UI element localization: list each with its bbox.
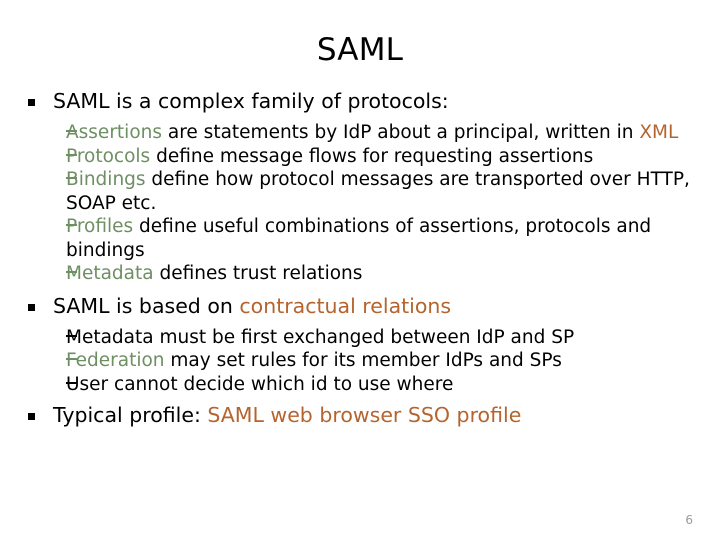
slide-body: SAML is a complex family of protocols: A… (22, 88, 702, 428)
list-item-text: Assertions are statements by IdP about a… (66, 121, 702, 145)
en-dash-bullet-icon (22, 326, 77, 350)
list-item: Bindings define how protocol messages ar… (22, 168, 702, 215)
list-item: Protocols define message flows for reque… (22, 145, 702, 169)
square-bullet-icon (22, 402, 53, 428)
highlight-term: Federation (66, 350, 165, 371)
en-dash-bullet-icon (22, 168, 77, 192)
list-item-lead: Metadata (66, 326, 154, 348)
list-item-body: define useful combinations of assertions… (66, 216, 652, 261)
en-dash-bullet-icon (22, 215, 77, 239)
list-item-body: define how protocol messages are transpo… (66, 169, 690, 214)
highlight-term: SAML web browser SSO profile (207, 403, 522, 427)
heading-lead: SAML is based on (53, 293, 240, 318)
list-item-text: Metadata must be first exchanged between… (66, 326, 702, 350)
highlight-term: Bindings (66, 169, 146, 190)
en-dash-bullet-icon (22, 121, 77, 145)
list-item-text: Bindings define how protocol messages ar… (66, 168, 702, 215)
en-dash-bullet-icon (22, 262, 77, 286)
list-item-text: Federation may set rules for its member … (66, 349, 702, 373)
highlight-term: Profiles (66, 216, 134, 237)
en-dash-bullet-icon (22, 349, 77, 373)
square-bullet-icon (22, 293, 53, 319)
page-title: SAML (316, 32, 404, 68)
bullet-level1-section1-text: SAML is a complex family of protocols: (53, 89, 449, 113)
list-item-body: cannot decide which id to use where (108, 373, 454, 395)
list-item-lead: User (66, 373, 109, 395)
highlight-term: Metadata (66, 263, 154, 284)
en-dash-bullet-icon (22, 373, 77, 397)
list-item-body: are statements by IdP about a principal,… (162, 122, 640, 143)
list-item-text: Profiles define useful combinations of a… (66, 215, 702, 262)
en-dash-bullet-icon (22, 145, 77, 169)
list-item-body: defines trust relations (153, 263, 363, 284)
highlight-term: Protocols (66, 145, 151, 167)
highlight-term-tail: XML (639, 122, 679, 143)
bullet-level1-section2-text: SAML is based on contractual relations (53, 293, 702, 319)
square-bullet-icon (22, 88, 53, 114)
list-item: Assertions are statements by IdP about a… (22, 121, 702, 145)
bullet-level1-section2: SAML is based on contractual relations (22, 293, 702, 319)
highlight-term: contractual relations (239, 293, 452, 318)
list-item-text: Metadata defines trust relations (66, 262, 702, 286)
list-item-body: define message flows for requesting asse… (150, 145, 594, 167)
page-number: 6 (685, 513, 693, 527)
list-item-text: User cannot decide which id to use where (66, 373, 702, 397)
list-item-text: Protocols define message flows for reque… (66, 145, 702, 169)
heading-lead: Typical profile: (53, 403, 208, 427)
bullet-level1-section1: SAML is a complex family of protocols: (22, 88, 702, 114)
list-item: Profiles define useful combinations of a… (22, 215, 702, 262)
list-item-body: may set rules for its member IdPs and SP… (164, 350, 562, 371)
bullet-level1-section3-text: Typical profile: SAML web browser SSO pr… (53, 402, 702, 428)
highlight-term: Assertions (66, 122, 162, 143)
list-item: User cannot decide which id to use where (22, 373, 702, 397)
list-item-body: must be first exchanged between IdP and … (153, 326, 575, 348)
bullet-level1-section3: Typical profile: SAML web browser SSO pr… (22, 402, 702, 428)
list-item: Metadata defines trust relations (22, 262, 702, 286)
list-item: Metadata must be first exchanged between… (22, 326, 702, 350)
list-item: Federation may set rules for its member … (22, 349, 702, 373)
